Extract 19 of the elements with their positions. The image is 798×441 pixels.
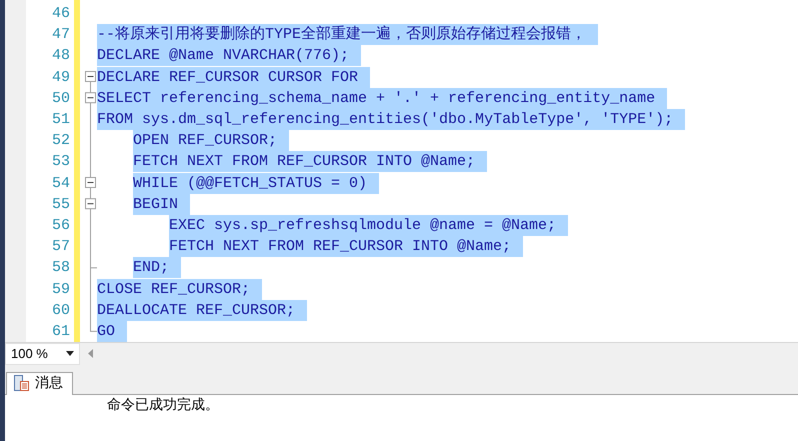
line-number: 54 [52, 174, 70, 194]
zoom-dropdown: 100 % [5, 343, 80, 365]
message-text: 命令已成功完成。 [107, 396, 219, 415]
line-number: 50 [52, 88, 70, 109]
line-number: 52 [52, 131, 70, 152]
line-number: 59 [52, 280, 70, 300]
line-number: 46 [52, 4, 70, 24]
line-number: 51 [52, 110, 70, 130]
line-number: 56 [52, 216, 70, 236]
line-number: 58 [52, 258, 70, 278]
line-number: 53 [52, 152, 70, 172]
line-number: 57 [52, 237, 70, 258]
line-number: 61 [52, 322, 70, 342]
line-number: 55 [52, 194, 70, 215]
line-number: 47 [52, 25, 70, 46]
line-number: 48 [52, 46, 70, 66]
line-number: 49 [52, 68, 70, 88]
tab-label: 消息 [35, 374, 63, 393]
line-number: 60 [52, 300, 70, 321]
